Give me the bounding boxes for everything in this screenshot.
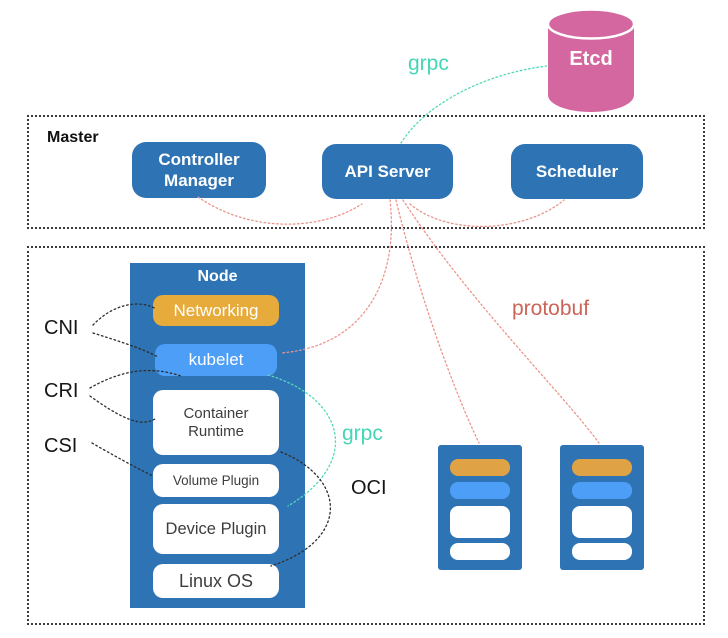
mini-node-runtime-bar xyxy=(450,506,510,538)
mini-node-runtime-bar xyxy=(572,506,632,538)
mini-node-os-bar xyxy=(450,543,510,560)
networking-label: Networking xyxy=(173,300,259,320)
mini-node-kubelet-bar xyxy=(450,482,510,499)
device-plugin-box: Device Plugin xyxy=(153,504,279,554)
controller-manager-box: Controller Manager xyxy=(132,142,266,198)
networking-box: Networking xyxy=(153,295,279,326)
mini-node-os-bar xyxy=(572,543,632,560)
kubelet-box: kubelet xyxy=(155,344,277,376)
master-label: Master xyxy=(47,129,99,146)
cni-label: CNI xyxy=(44,317,79,339)
mini-node-1 xyxy=(438,445,522,570)
linux-os-label: Linux OS xyxy=(178,570,254,591)
kubelet-label: kubelet xyxy=(188,350,244,370)
cylinder-shape xyxy=(546,8,636,112)
mini-node-kubelet-bar xyxy=(572,482,632,499)
grpc-etcd-label: grpc xyxy=(408,52,449,75)
scheduler-box: Scheduler xyxy=(511,144,643,199)
device-plugin-label: Device Plugin xyxy=(165,519,267,538)
csi-label: CSI xyxy=(44,435,78,457)
volume-plugin-box: Volume Plugin xyxy=(153,464,279,497)
mini-node-2 xyxy=(560,445,644,570)
oci-label: OCI xyxy=(351,477,387,499)
api-server-box: API Server xyxy=(322,144,453,199)
protobuf-label: protobuf xyxy=(512,297,590,320)
volume-plugin-label: Volume Plugin xyxy=(172,472,260,488)
container-runtime-box: Container Runtime xyxy=(153,390,279,455)
node-label: Node xyxy=(197,268,238,285)
mini-node-networking-bar xyxy=(450,459,510,476)
node-box: Node Networking kubelet Container Runtim… xyxy=(130,263,305,608)
scheduler-label: Scheduler xyxy=(535,161,619,181)
grpc-cri-label: grpc xyxy=(342,422,383,445)
controller-manager-label: Controller Manager xyxy=(158,149,240,190)
api-server-label: API Server xyxy=(344,161,431,181)
mini-node-networking-bar xyxy=(572,459,632,476)
etcd-label: Etcd xyxy=(569,48,613,70)
etcd-cylinder: Etcd xyxy=(546,6,636,114)
linux-os-box: Linux OS xyxy=(153,564,279,598)
cri-label: CRI xyxy=(44,380,79,402)
container-runtime-label: Container Runtime xyxy=(183,405,249,440)
